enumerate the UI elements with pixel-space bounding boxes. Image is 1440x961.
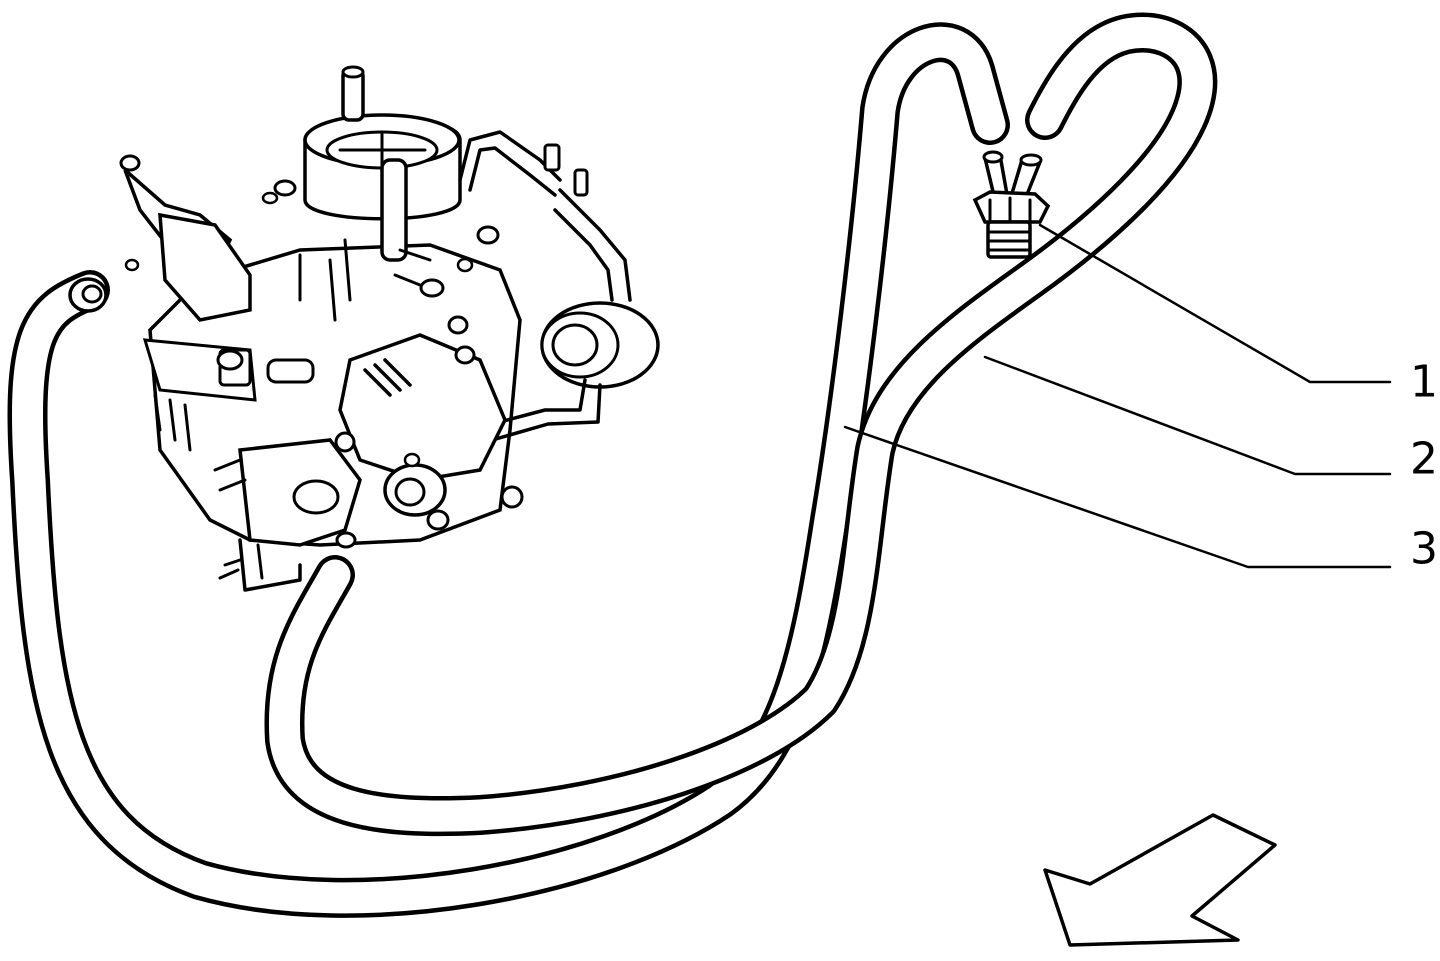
hose-part-2 (264, 12, 1218, 837)
leader-line-3 (843, 425, 1392, 569)
hose-3-end-fitting (68, 277, 108, 313)
hose-part-3 (7, 22, 1010, 918)
sensor-part-1 (972, 150, 1051, 259)
carburetor-assembly (119, 65, 660, 592)
callout-label-1: 1 (1410, 357, 1438, 408)
leader-line-1 (1038, 223, 1392, 384)
direction-arrow-icon (1043, 813, 1277, 947)
leader-line-2 (983, 355, 1392, 476)
callout-leaders (843, 223, 1392, 569)
callout-label-2: 2 (1410, 434, 1438, 485)
callout-label-3: 3 (1410, 524, 1438, 575)
